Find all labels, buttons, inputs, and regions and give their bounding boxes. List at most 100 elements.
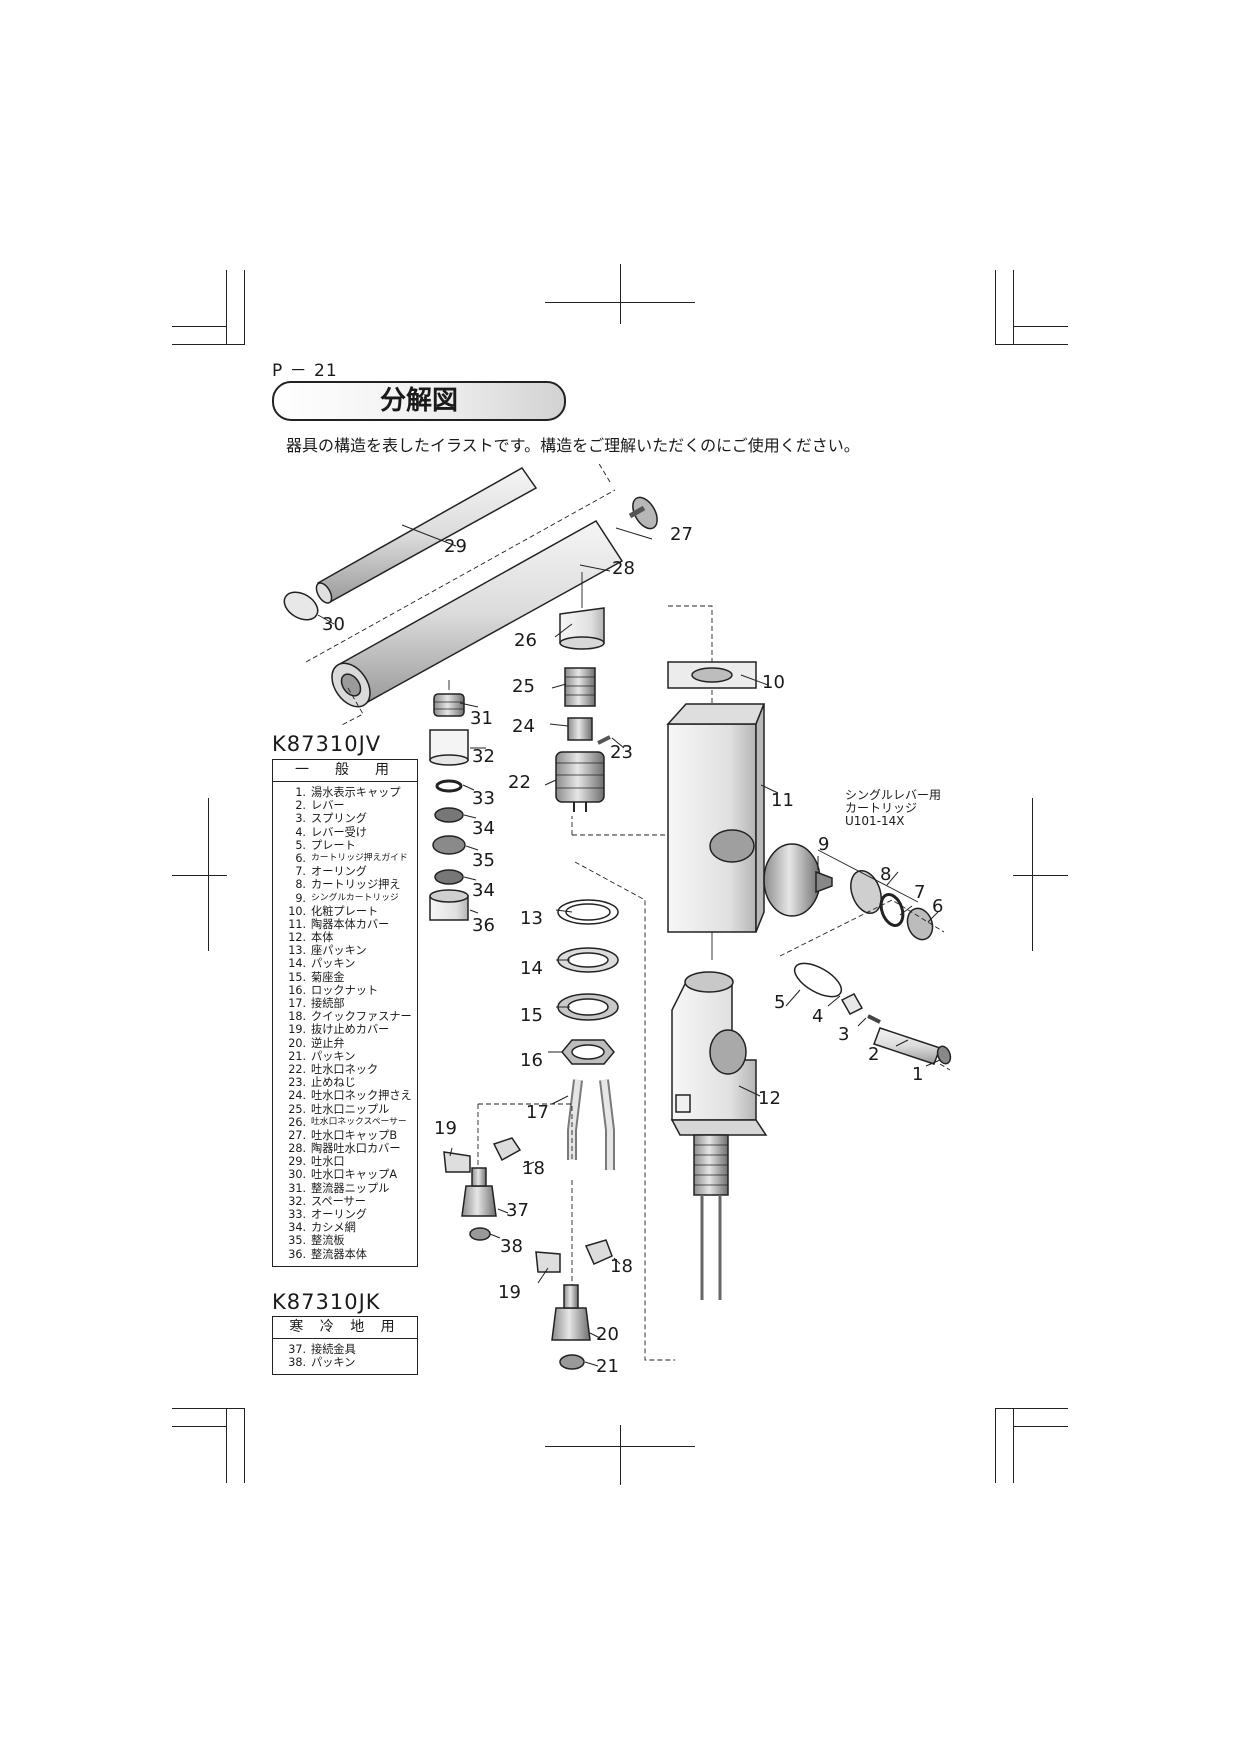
part-name: カートリッジ押え [311,878,401,892]
part-row: 12.本体 [273,931,417,944]
callout-32: 32 [472,746,495,767]
callout-35: 35 [472,850,495,871]
pipe-end [315,582,333,604]
fastener-18a [492,1137,522,1162]
callout-29: 29 [444,536,467,557]
part-row: 35.整流板 [273,1234,417,1247]
spout-cap-30 [283,591,319,621]
spout-cap-b-27 [632,496,658,530]
callout-6: 6 [932,896,944,917]
part-row: 15.菊座金 [273,971,417,984]
part-row: 10. 化粧プレート [273,905,417,918]
callout-37: 37 [506,1200,529,1221]
part-name: 止めねじ [311,1076,356,1090]
neck-holder-24 [567,717,593,741]
part-row: 36.整流器本体 [273,1248,417,1261]
part-name: オーリング [311,1208,367,1221]
part-number: 15. [288,970,306,984]
o-ring-7 [879,893,905,927]
legend-category: 一 般 用 [273,760,417,782]
callout-1: 1 [912,1064,924,1085]
part-number: 8. [295,878,306,892]
callout-21: 21 [596,1356,619,1377]
part-row: 3.スプリング [273,812,417,825]
ceramic-body-cover-11 [667,723,757,933]
part-row: 8. カートリッジ押え [273,878,417,891]
part-name: 吐水口ネック押さえ [311,1089,412,1103]
part-name: 座パッキン [311,944,367,958]
callout-26: 26 [514,630,537,651]
part-number: 11. [288,917,306,931]
page-title: 分解図 [272,381,566,421]
part-name: 陶器吐水口カバー [311,1142,401,1156]
part-name: 抜け止めカバー [311,1023,390,1037]
callout-12: 12 [758,1088,781,1109]
part-number: 31. [288,1181,306,1195]
callout-11: 11 [771,790,794,811]
part-name: 整流板 [311,1234,345,1248]
callout-14: 14 [520,958,543,979]
part-name: プレート [311,838,356,852]
part-name: 化粧プレート [311,904,379,918]
part-number: 14. [288,957,306,971]
cartridge-caption-line: カートリッジ [845,801,918,815]
callout-17: 17 [526,1102,549,1123]
retainer-19b [535,1251,561,1273]
part-number: 30. [288,1168,306,1182]
callout-36: 36 [472,915,495,936]
part-number: 36. [288,1247,306,1261]
part-name: 吐水口ニップル [311,1102,390,1116]
part-number: 1. [295,786,306,799]
part-row: 37.接続金具 [273,1343,417,1356]
part-name: 吐水口キャップB [311,1128,397,1142]
callout-24: 24 [512,716,535,737]
intro-text: 器具の構造を表したイラストです。構造をご理解いただくのにご使用ください。 [286,436,860,455]
callout-3: 3 [838,1024,850,1045]
part-row: 23.止めねじ [273,1076,417,1089]
part-row: 25. 吐水口ニップル [273,1103,417,1116]
callout-18: 18 [610,1256,633,1277]
part-number: 13. [288,944,306,958]
part-number: 16. [288,983,306,997]
callout-30: 30 [322,614,345,635]
part-number: 18. [288,1010,306,1024]
callout-20: 20 [596,1324,619,1345]
spout-neck-22 [555,751,605,803]
callout-7: 7 [914,882,926,903]
part-name: 吐水口ネック [311,1062,379,1076]
callout-25: 25 [512,676,535,697]
part-number: 38. [288,1356,306,1370]
spout-nipple-25 [564,667,596,707]
page-number: P － 21 [272,361,338,381]
callout-5: 5 [774,992,786,1013]
callout-19: 19 [434,1118,457,1139]
part-row: 26.吐水口ネックスペーサー [273,1116,417,1129]
callout-8: 8 [880,864,892,885]
connector-37 [461,1185,497,1217]
part-number: 6. [295,851,306,865]
part-number: 34. [288,1221,306,1235]
part-number: 12. [288,931,306,945]
part-name: シングルカートリッジ [311,892,399,903]
part-number: 2. [295,799,306,813]
part-name: 接続部 [311,997,345,1010]
part-row: 4.レバー受け [273,826,417,839]
part-row: 17.接続部 [273,997,417,1010]
callout-19: 19 [498,1282,521,1303]
part-row: 2.レバー [273,799,417,812]
part-number: 5. [295,838,306,852]
callout-38: 38 [500,1236,523,1257]
lever-holder-4 [840,993,864,1015]
part-number: 10. [288,904,306,918]
mesh-34a [434,807,464,823]
packing-38 [469,1227,491,1241]
part-row: 27.吐水口キャップB [273,1129,417,1142]
part-row: 13. 座パッキン [273,944,417,957]
part-number: 25. [288,1102,306,1116]
packing-21 [559,1354,585,1370]
model-code-jk: K87310JK [272,1290,381,1314]
part-row: 29.吐水口 [273,1155,417,1168]
